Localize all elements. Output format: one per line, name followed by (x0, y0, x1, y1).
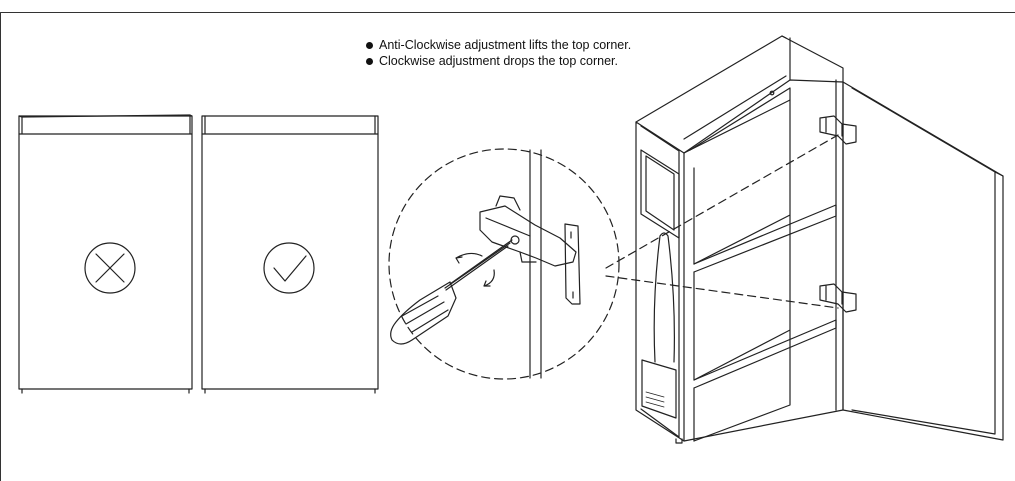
instruction-notes: Anti-Clockwise adjustment lifts the top … (366, 37, 631, 69)
page-border (1, 13, 1015, 481)
cabinet-right-edge (684, 80, 843, 441)
leader-line-top (606, 135, 838, 268)
side-panel-edge (530, 150, 541, 378)
door-feet (22, 389, 189, 393)
instruction-anticlockwise: Anti-Clockwise adjustment lifts the top … (366, 37, 631, 53)
cabinet-front-left (636, 122, 684, 441)
hinge-bottom (820, 284, 856, 312)
door-top-rail (202, 116, 378, 134)
cabinet-top (636, 36, 843, 153)
holder-label (646, 392, 664, 407)
cabinet-shelf (694, 205, 836, 272)
screwdriver (391, 240, 512, 344)
aligned-door-panel (202, 116, 378, 393)
rotation-arrow-icon (456, 253, 482, 263)
door-body (19, 116, 192, 389)
door-top-rail (19, 115, 192, 134)
side-holder-pocket (642, 360, 676, 418)
cabinet (636, 36, 1003, 443)
cabinet-front-inner (641, 126, 679, 437)
leader-line-bottom (606, 276, 838, 308)
cabinet-foot (676, 439, 682, 443)
instruction-text-2: Clockwise adjustment drops the top corne… (379, 54, 619, 68)
instruction-clockwise: Clockwise adjustment drops the top corne… (366, 53, 631, 69)
rotation-arrow-icon (484, 270, 494, 286)
cabinet-top-rail (684, 76, 790, 150)
hinge-arm (480, 206, 576, 266)
cabinet-inner-upper (694, 168, 836, 441)
hinge-plate (565, 224, 580, 304)
cabinet-back-wall (684, 100, 790, 441)
hinge-detail-callout (389, 149, 619, 379)
bullet-icon (366, 57, 373, 65)
cabinet-door (843, 82, 1003, 440)
bullet-icon (366, 41, 373, 49)
door-body (202, 116, 378, 389)
check-icon (264, 243, 314, 293)
side-holder (654, 233, 674, 362)
magnifier-circle (389, 149, 619, 379)
door-feet (205, 389, 375, 393)
cabinet-top-edge (782, 36, 790, 80)
cabinet-door-edge (852, 88, 1003, 434)
rail-screw (770, 91, 774, 95)
instruction-text-1: Anti-Clockwise adjustment lifts the top … (379, 38, 632, 52)
hinge-arm-detail (486, 196, 536, 262)
misaligned-door-panel (19, 115, 192, 393)
cabinet-window (641, 150, 679, 238)
hinge-top (820, 116, 856, 144)
cross-icon (85, 243, 135, 293)
